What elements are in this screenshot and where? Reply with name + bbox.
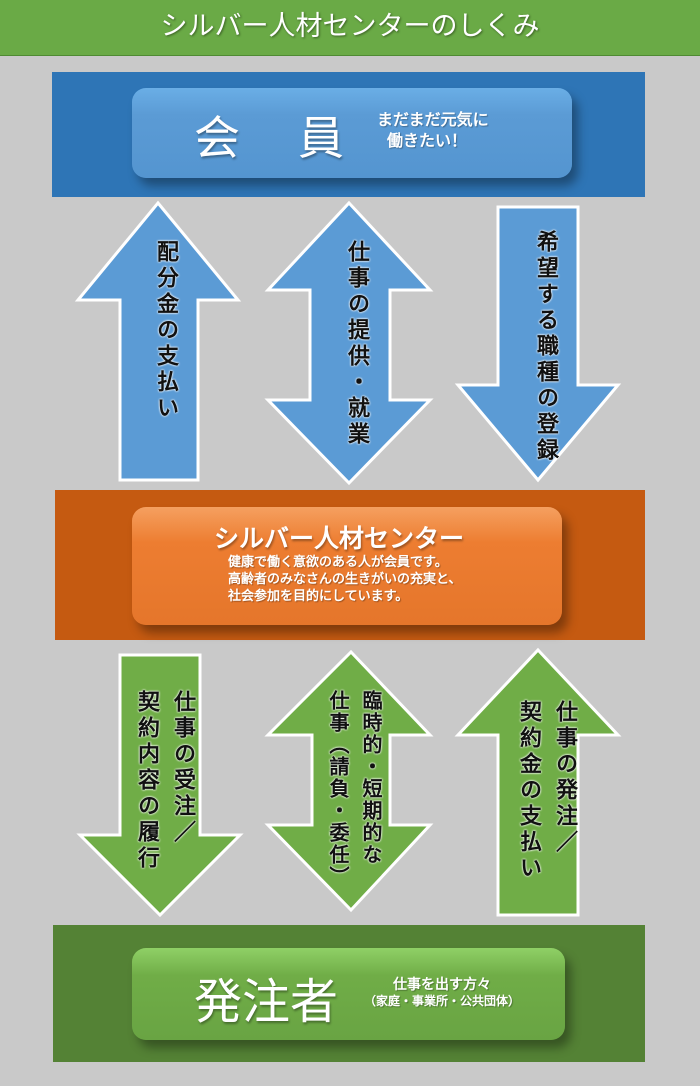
center-note: 健康で働く意欲のある人が会員です。 高齢者のみなさんの生きがいの充実と、 社会参… xyxy=(228,555,461,606)
arrow-up-payment xyxy=(74,200,242,482)
client-box: 発注者 仕事を出す方々 （家庭・事業所・公共団体） xyxy=(132,948,565,1040)
arrow-label-line: 配分金の支払い xyxy=(153,240,178,422)
arrow-both-work xyxy=(264,200,434,486)
arrow-down-register xyxy=(454,205,622,483)
arrow-label: 配分金の支払い xyxy=(145,240,181,422)
center-note-line: 社会参加を目的にしています。 xyxy=(228,588,409,604)
arrow-label: 臨時的・短期的な仕事（請負・委任） xyxy=(320,690,386,888)
member-note-line: 働きたい！ xyxy=(387,130,468,150)
page-title: シルバー人材センターのしくみ xyxy=(0,0,700,56)
member-box: 会 員 まだまだ元気に 働きたい！ xyxy=(132,88,572,178)
arrow-both-temp-work xyxy=(264,649,434,913)
arrow-label-line: 仕事の受注／ xyxy=(170,690,195,846)
arrow-down-order-receipt xyxy=(76,653,244,918)
arrow-label-line: 臨時的・短期的な xyxy=(359,690,383,866)
client-note: 仕事を出す方々 （家庭・事業所・公共団体） xyxy=(364,976,520,1010)
arrow-label-line: 希望する職種の登録 xyxy=(533,230,558,464)
center-note-line: 高齢者のみなさんの生きがいの充実と、 xyxy=(228,571,462,587)
arrow-label-line: 仕事の発注／ xyxy=(552,700,577,856)
arrow-label: 仕事の受注／ 契約内容の履行 xyxy=(126,690,198,872)
arrow-label-line: 仕事（請負・委任） xyxy=(326,690,350,888)
arrow-label-line: 契約内容の履行 xyxy=(134,690,159,872)
client-note-line: （家庭・事業所・公共団体） xyxy=(364,994,521,1009)
member-label: 会 員 xyxy=(194,111,350,165)
arrow-label: 仕事の発注／ 契約金の支払い xyxy=(508,700,580,882)
center-label: シルバー人材センター xyxy=(214,524,465,553)
arrow-label-line: 契約金の支払い xyxy=(516,700,541,882)
member-note: まだまだ元気に 働きたい！ xyxy=(377,110,489,152)
client-note-line: 仕事を出す方々 xyxy=(393,977,491,993)
arrow-label: 希望する職種の登録 xyxy=(525,230,561,464)
member-note-line: まだまだ元気に xyxy=(377,110,489,129)
arrow-label-line: 仕事の提供・就業 xyxy=(344,240,369,448)
center-box: シルバー人材センター 健康で働く意欲のある人が会員です。 高齢者のみなさんの生き… xyxy=(132,507,562,625)
arrow-up-order-payment xyxy=(454,647,622,917)
arrow-label: 仕事の提供・就業 xyxy=(336,240,372,448)
client-label: 発注者 xyxy=(194,974,339,1030)
center-note-line: 健康で働く意欲のある人が会員です。 xyxy=(228,555,448,570)
